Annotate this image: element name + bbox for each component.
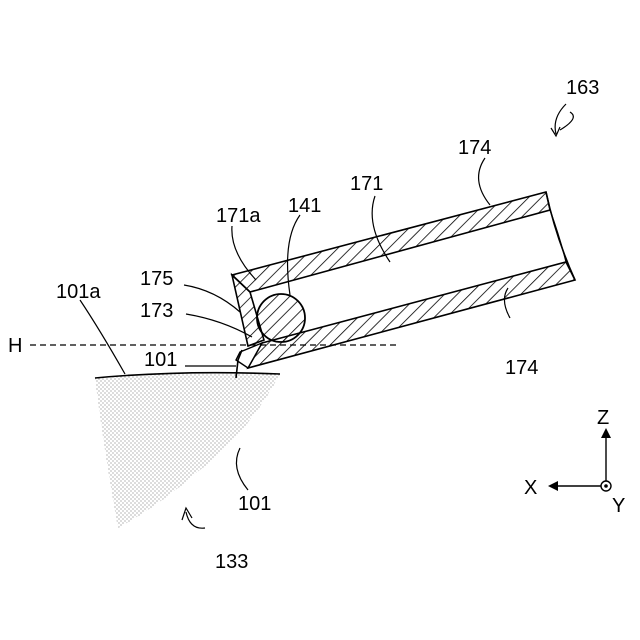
leader-101-bottom bbox=[236, 448, 248, 490]
leader-174-top bbox=[479, 158, 490, 205]
axis-label-z: Z bbox=[597, 407, 609, 429]
leader-101a bbox=[80, 300, 125, 374]
label-163: 163 bbox=[566, 77, 599, 99]
label-141: 141 bbox=[288, 195, 321, 217]
label-101a: 101a bbox=[56, 281, 101, 303]
y-axis-dot-icon bbox=[604, 484, 608, 488]
label-101-top: 101 bbox=[144, 349, 177, 371]
leader-133 bbox=[186, 512, 205, 528]
label-h: H bbox=[8, 335, 22, 357]
tube-upper-wall bbox=[232, 192, 550, 292]
ball-141 bbox=[257, 294, 305, 342]
label-173: 173 bbox=[140, 300, 173, 322]
label-101-bottom: 101 bbox=[238, 493, 271, 515]
label-175: 175 bbox=[140, 268, 173, 290]
leader-175 bbox=[184, 285, 240, 312]
label-171: 171 bbox=[350, 173, 383, 195]
leader-163 bbox=[560, 112, 573, 130]
label-174-bottom: 174 bbox=[505, 357, 538, 379]
z-arrowhead-icon bbox=[601, 428, 611, 438]
label-174-top: 174 bbox=[458, 137, 491, 159]
axis-label-x: X bbox=[524, 477, 537, 499]
leader-141 bbox=[288, 215, 300, 295]
axis-label-y: Y bbox=[612, 495, 625, 517]
label-133: 133 bbox=[215, 551, 248, 573]
label-171a: 171a bbox=[216, 205, 261, 227]
x-arrowhead-icon bbox=[548, 481, 558, 491]
coordinate-axes: Z X Y bbox=[524, 407, 625, 517]
